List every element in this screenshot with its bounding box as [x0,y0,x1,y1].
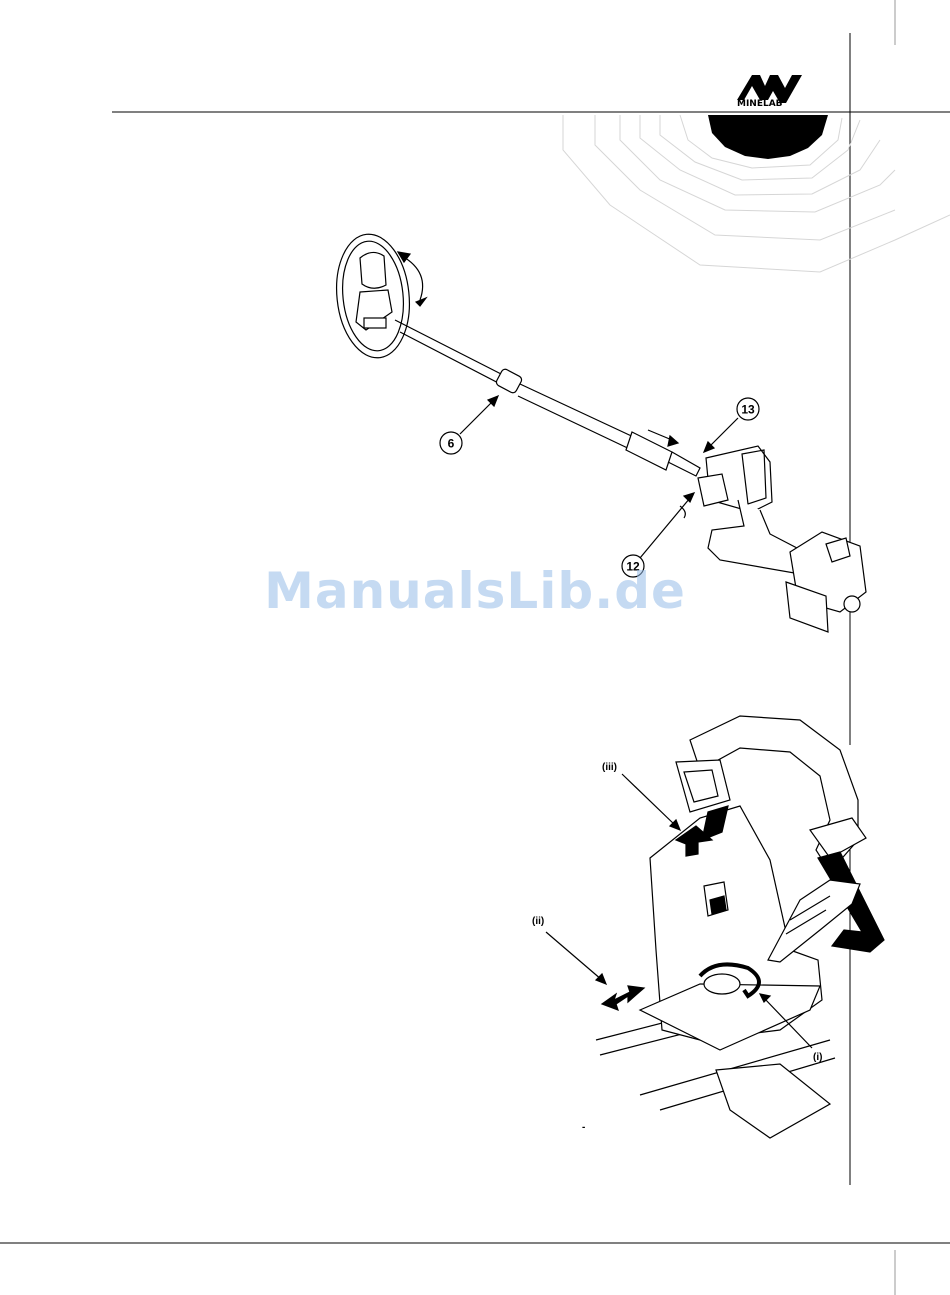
rotation-arrowhead-lower-icon [416,298,426,306]
twist-mark [680,506,685,518]
detail-buckle [676,760,730,812]
detail-knob [704,974,740,994]
minelab-logo: MINELAB [737,75,802,109]
lower-shaft [395,320,508,388]
coil-bolt [364,318,386,328]
callout-6-label: 6 [448,437,455,451]
leader-6 [460,400,494,434]
callout-13-label: 13 [741,403,755,417]
upper-shaft [518,384,640,452]
detail-slide-arrow-icon [602,986,644,1010]
label-i: (i) [813,1052,822,1063]
shaft-end [668,452,700,476]
section-tab [708,115,828,159]
detail-cup-slot-fill [710,896,726,914]
leader-13 [708,418,738,448]
dash-mark: - [582,1122,585,1133]
leader-ii [546,932,602,980]
label-ii: (ii) [532,916,544,927]
camlock [495,368,523,394]
detail-fin [716,1064,830,1138]
leader-12-arrowhead-icon [684,493,694,502]
logo-wordmark: MINELAB [737,99,783,109]
leader-iii [622,774,676,826]
label-iii: (iii) [602,762,617,773]
figure-armrest-strap [546,716,884,1138]
callout-13: 13 [737,398,759,420]
callout-6: 6 [440,432,462,454]
insert-arrow-icon [648,430,672,440]
insert-arrowhead-icon [668,436,678,446]
leader-12 [640,498,690,558]
control-box-bracket [698,474,728,506]
watermark-text: ManualsLib.de [0,562,950,620]
